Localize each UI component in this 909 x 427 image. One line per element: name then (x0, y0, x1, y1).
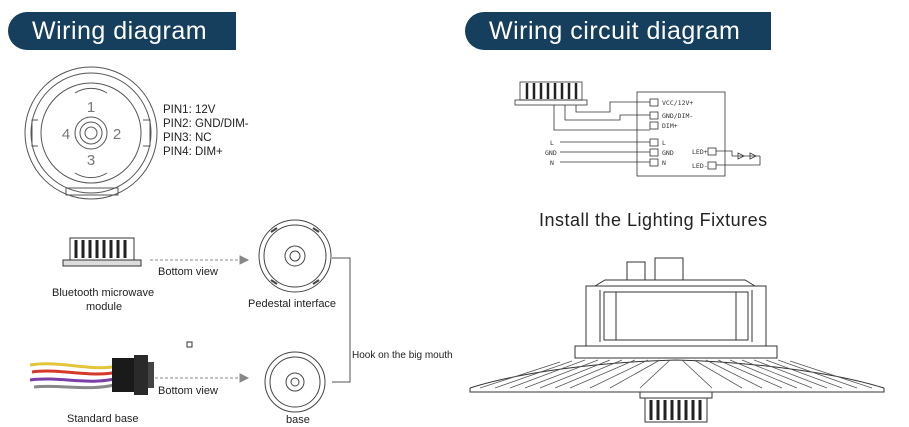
pin-list: PIN1: 12V PIN2: GND/DIM- PIN3: NC PIN4: … (163, 103, 249, 159)
pin-2-label: PIN2: GND/DIM- (163, 118, 249, 130)
base-label: base (286, 414, 310, 426)
pin-number-4: 4 (62, 126, 70, 143)
circuit-label-n-2: N (662, 159, 666, 167)
bottom-view-label-1: Bottom view (158, 266, 218, 278)
wiring-circuit-diagram-header: Wiring circuit diagram (465, 12, 771, 50)
install-title: Install the Lighting Fixtures (539, 210, 768, 230)
pedestal-interface-drawing (258, 219, 332, 293)
circuit-label-gnd-dim: GND/DIM- (662, 112, 693, 120)
pedestal-interface-label: Pedestal interface (248, 298, 337, 310)
circuit-label-l: L (550, 139, 554, 147)
circuit-label-l-2: L (662, 139, 666, 147)
bluetooth-module-label: Bluetooth microwave (52, 287, 155, 299)
circuit-label-vcc: VCC/12V+ (662, 99, 693, 107)
bluetooth-module-label-2: module (86, 301, 123, 313)
light-fixture-drawing (469, 257, 885, 423)
circuit-label-gnd: GND (545, 149, 557, 157)
base-drawing (264, 351, 326, 413)
circuit-drawing (514, 81, 761, 177)
hook-label: Hook on the big mouth (352, 350, 453, 361)
standard-base-label: Standard base (67, 413, 139, 425)
wiring-diagram-header: Wiring diagram (8, 12, 236, 50)
marker-square (186, 341, 193, 348)
circuit-label-gnd-2: GND (662, 149, 674, 157)
pin-1-label: PIN1: 12V (163, 104, 216, 116)
pin-4-label: PIN4: DIM+ (163, 146, 223, 158)
pin-number-1: 1 (87, 99, 95, 116)
connector-drawing (24, 66, 158, 200)
circuit-label-n: N (550, 159, 554, 167)
pin-number-2: 2 (113, 126, 121, 143)
circuit-label-dim: DIM+ (662, 122, 678, 130)
circuit-label-led-minus: LED- (692, 162, 708, 170)
arrows (150, 255, 250, 383)
pin-number-3: 3 (87, 152, 95, 169)
standard-base-drawing (29, 355, 154, 395)
bottom-view-label-2: Bottom view (158, 385, 218, 397)
circuit-label-led-plus: LED+ (692, 148, 708, 156)
hook-bracket (332, 257, 351, 383)
bluetooth-module-drawing (62, 237, 142, 267)
pin-3-label: PIN3: NC (163, 132, 212, 144)
